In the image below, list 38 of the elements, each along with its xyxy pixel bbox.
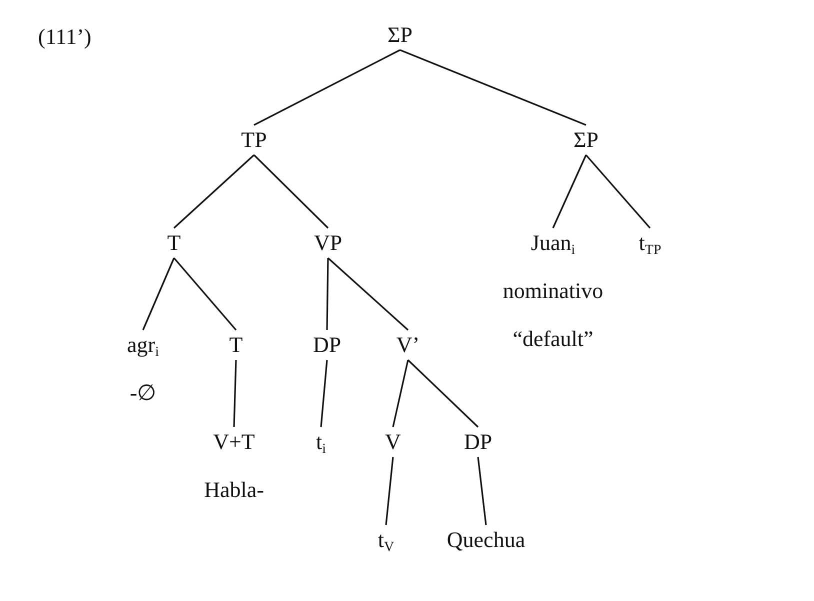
tree-node-label: V’ <box>396 331 420 359</box>
tree-branch <box>477 456 487 526</box>
tree-node-label: agr$_{i}$ <box>127 331 159 360</box>
node-annotation: nominativo <box>502 277 604 305</box>
tree-branch <box>327 257 409 331</box>
tree-node-label: T <box>167 229 181 257</box>
tree-branch <box>585 154 651 229</box>
tree-branch <box>254 49 400 126</box>
tree-node-label: ΣP <box>387 21 413 49</box>
tree-branch <box>326 258 329 330</box>
node-annotation: Habla- <box>204 476 264 504</box>
tree-node-label: DP <box>312 331 342 359</box>
node-annotation: -∅ <box>130 379 156 407</box>
tree-branch <box>385 456 394 526</box>
tree-node-label: Quechua <box>446 526 526 554</box>
tree-branch <box>552 154 587 228</box>
example-number: (111’) <box>38 23 92 51</box>
tree-node-label: ΣP <box>573 126 599 154</box>
tree-node-label: t$_{i}$ <box>316 428 326 457</box>
tree-branch <box>253 154 329 229</box>
node-annotation: “default” <box>512 325 594 353</box>
tree-node-label: T <box>229 331 243 359</box>
tree-node-label: t$_{TP}$ <box>638 229 662 258</box>
tree-node-label: VP <box>314 229 342 257</box>
tree-branch <box>173 154 255 229</box>
tree-node-label: V <box>385 428 401 456</box>
tree-branch <box>142 258 175 330</box>
tree-branch <box>407 359 479 428</box>
tree-node-label: DP <box>464 428 492 456</box>
tree-branch <box>392 360 409 428</box>
tree-branch <box>320 360 328 428</box>
tree-branch <box>173 257 237 331</box>
tree-node-label: Juan$_{i}$ <box>530 229 576 258</box>
tree-node-label: TP <box>241 126 267 154</box>
tree-branch <box>233 360 237 428</box>
tree-node-label: V+T <box>213 428 255 456</box>
tree-node-label: t$_{V}$ <box>378 526 394 555</box>
tree-branch <box>400 49 586 126</box>
